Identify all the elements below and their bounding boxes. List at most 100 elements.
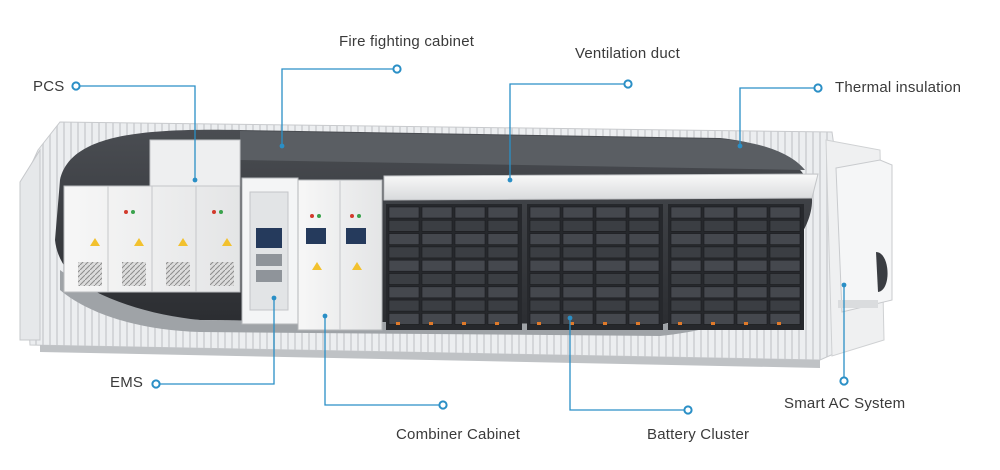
battery-module bbox=[670, 206, 702, 219]
battery-module bbox=[670, 299, 702, 312]
battery-module bbox=[388, 286, 420, 299]
callout-fire-fighting-ring-marker bbox=[392, 64, 402, 74]
battery-module bbox=[421, 233, 453, 245]
battery-module bbox=[562, 259, 594, 272]
battery-module bbox=[388, 273, 420, 285]
battery-module bbox=[595, 206, 627, 219]
battery-module bbox=[769, 233, 801, 245]
battery-module bbox=[769, 206, 801, 219]
battery-module bbox=[703, 286, 735, 299]
battery-module bbox=[703, 299, 735, 312]
status-led bbox=[711, 322, 715, 325]
battery-module bbox=[769, 313, 801, 325]
battery-module bbox=[529, 273, 561, 285]
callout-pcs-anchor-dot bbox=[192, 177, 198, 183]
battery-module bbox=[769, 259, 801, 272]
label-ems: EMS bbox=[110, 374, 144, 391]
battery-module bbox=[595, 259, 627, 272]
battery-module bbox=[670, 286, 702, 299]
battery-module bbox=[703, 313, 735, 325]
battery-module bbox=[421, 273, 453, 285]
battery-module bbox=[487, 206, 519, 219]
battery-module bbox=[562, 273, 594, 285]
callout-thermal-anchor-dot bbox=[737, 143, 743, 149]
battery-module bbox=[736, 259, 768, 272]
battery-module bbox=[736, 299, 768, 312]
callout-fire-fighting-line bbox=[281, 68, 397, 146]
callout-thermal-ring-marker bbox=[813, 83, 823, 93]
battery-module bbox=[670, 259, 702, 272]
battery-module bbox=[421, 259, 453, 272]
battery-module bbox=[388, 206, 420, 219]
battery-module bbox=[628, 220, 660, 232]
battery-module bbox=[421, 299, 453, 312]
status-led bbox=[495, 322, 499, 325]
battery-module bbox=[769, 246, 801, 259]
battery-module bbox=[769, 220, 801, 232]
battery-module bbox=[670, 273, 702, 285]
label-thermal-insulation: Thermal insulation bbox=[835, 79, 962, 96]
status-led bbox=[537, 322, 541, 325]
battery-module bbox=[703, 246, 735, 259]
callout-ventilation-line bbox=[509, 83, 628, 180]
status-led bbox=[396, 322, 400, 325]
battery-module bbox=[562, 299, 594, 312]
callout-thermal-line bbox=[739, 87, 818, 146]
battery-module bbox=[487, 286, 519, 299]
battery-module bbox=[562, 246, 594, 259]
callout-pcs-ring-marker bbox=[71, 81, 81, 91]
label-pcs: PCS bbox=[33, 78, 65, 95]
label-battery-cluster: Battery Cluster bbox=[647, 426, 750, 443]
battery-module bbox=[670, 233, 702, 245]
battery-module bbox=[595, 233, 627, 245]
battery-module bbox=[736, 233, 768, 245]
callout-battery-anchor-dot bbox=[567, 315, 573, 321]
battery-module bbox=[628, 313, 660, 325]
battery-module bbox=[670, 220, 702, 232]
battery-module bbox=[529, 259, 561, 272]
battery-module bbox=[454, 233, 486, 245]
battery-module bbox=[529, 246, 561, 259]
battery-module bbox=[529, 233, 561, 245]
battery-module bbox=[388, 246, 420, 259]
status-led bbox=[678, 322, 682, 325]
battery-racks bbox=[386, 204, 804, 330]
battery-module bbox=[736, 286, 768, 299]
battery-module bbox=[628, 233, 660, 245]
battery-module bbox=[595, 299, 627, 312]
battery-cluster-rack bbox=[668, 204, 804, 330]
callout-battery-ring-marker bbox=[683, 405, 693, 415]
status-led bbox=[777, 322, 781, 325]
battery-module bbox=[421, 206, 453, 219]
callout-smart-ac-ring-marker bbox=[839, 376, 849, 386]
battery-module bbox=[562, 286, 594, 299]
battery-module bbox=[703, 233, 735, 245]
battery-module bbox=[562, 206, 594, 219]
battery-module bbox=[595, 246, 627, 259]
battery-module bbox=[454, 299, 486, 312]
battery-module bbox=[670, 313, 702, 325]
label-fire-fighting-cabinet: Fire fighting cabinet bbox=[339, 33, 475, 50]
battery-module bbox=[388, 233, 420, 245]
battery-module bbox=[454, 220, 486, 232]
battery-module bbox=[487, 273, 519, 285]
battery-module bbox=[388, 220, 420, 232]
battery-module bbox=[703, 206, 735, 219]
battery-module bbox=[487, 259, 519, 272]
status-led bbox=[603, 322, 607, 325]
battery-module bbox=[736, 220, 768, 232]
battery-module bbox=[628, 273, 660, 285]
battery-module bbox=[529, 313, 561, 325]
battery-module bbox=[736, 206, 768, 219]
callout-ems-line bbox=[156, 298, 275, 385]
battery-module bbox=[628, 286, 660, 299]
callout-ems-anchor-dot bbox=[271, 295, 277, 301]
battery-module bbox=[628, 246, 660, 259]
battery-module bbox=[529, 220, 561, 232]
battery-module bbox=[487, 299, 519, 312]
battery-module bbox=[487, 233, 519, 245]
battery-module bbox=[454, 286, 486, 299]
battery-module bbox=[421, 246, 453, 259]
